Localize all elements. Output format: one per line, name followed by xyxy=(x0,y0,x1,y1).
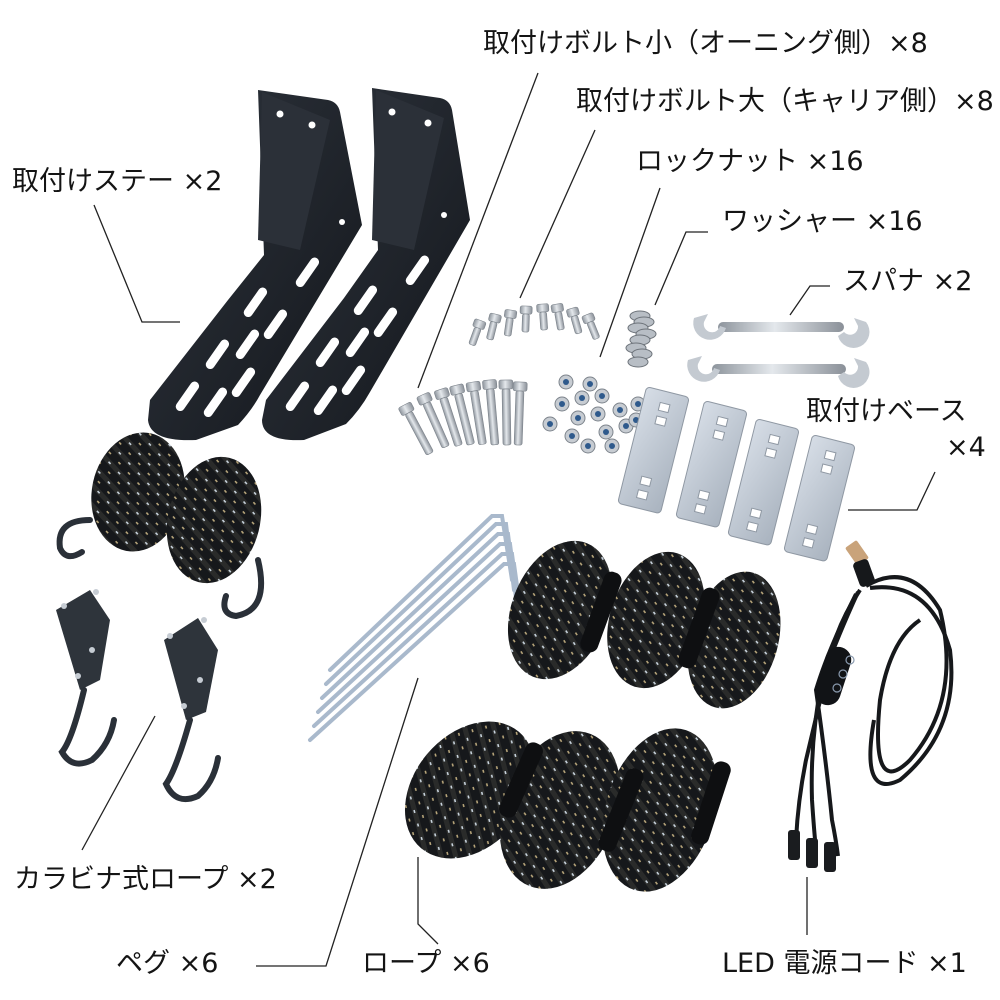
label-mounting-base-qty: ×4 xyxy=(946,432,986,463)
mounting-base-plates xyxy=(617,387,855,562)
guy-ropes xyxy=(404,540,781,892)
spanners xyxy=(687,314,870,388)
label-led-power-cord: LED 電源コード ×1 xyxy=(722,948,967,979)
mounting-stay-brackets xyxy=(148,88,470,441)
label-carabiner-ropes: カラビナ式ロープ ×2 xyxy=(14,864,277,895)
label-mounting-base: 取付けベース xyxy=(806,396,967,427)
led-power-cord xyxy=(788,540,954,872)
label-pegs: ペグ ×6 xyxy=(116,948,219,979)
label-lock-nuts: ロックナット ×16 xyxy=(636,146,864,177)
label-spanners: スパナ ×2 xyxy=(843,266,973,297)
label-large-bolts: 取付けボルト大（キャリア側）×8 xyxy=(576,86,994,117)
leader-lines xyxy=(81,72,936,967)
small-bolts xyxy=(468,303,600,346)
label-washers: ワッシャー ×16 xyxy=(722,206,923,237)
washers xyxy=(625,310,657,368)
label-small-bolts: 取付けボルト小（オーニング側）×8 xyxy=(483,28,928,59)
label-mounting-stay: 取付けステー ×2 xyxy=(12,166,223,197)
large-bolts xyxy=(398,379,528,455)
pegs xyxy=(308,514,524,742)
carabiner-ropes xyxy=(56,432,265,802)
lock-nuts xyxy=(542,374,646,454)
label-ropes: ロープ ×6 xyxy=(362,948,490,979)
